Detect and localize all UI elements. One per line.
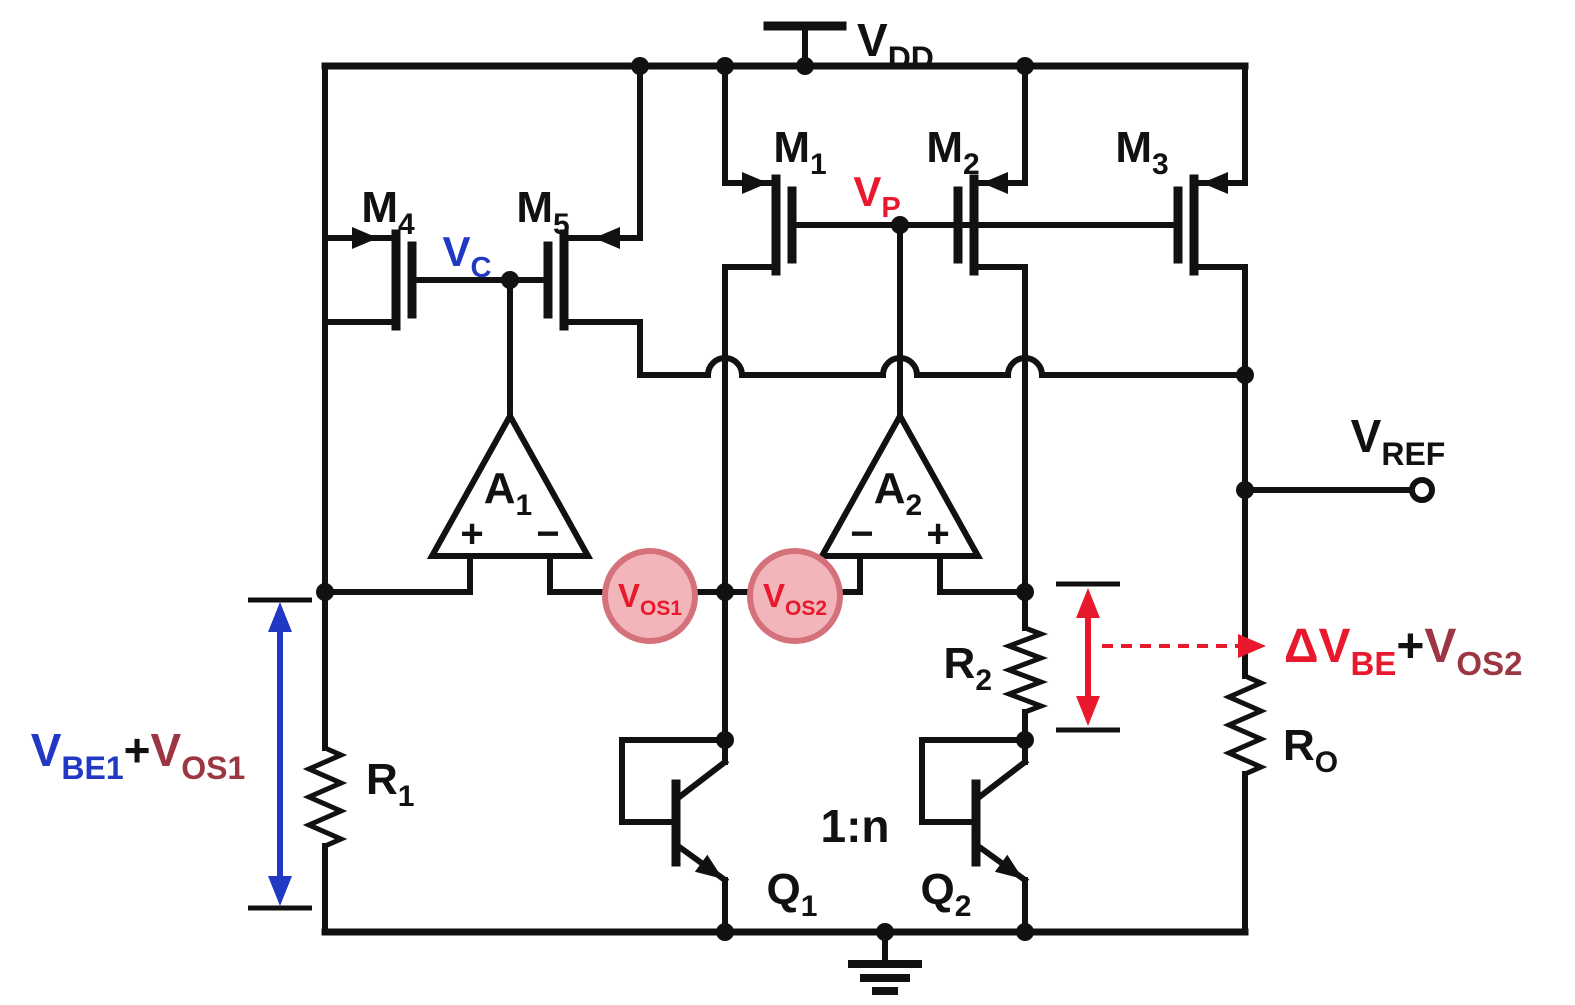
junction-dots <box>316 57 1254 941</box>
m1-pmos-arrow-icon <box>742 172 768 194</box>
bjt-q2 <box>919 737 1030 935</box>
a2-minus-input-label: − <box>850 512 873 556</box>
dvbe-vos2-label: ΔVBE+VOS2 <box>1284 620 1522 682</box>
junction-dot <box>1016 923 1034 941</box>
r1-zigzag-icon <box>302 745 348 849</box>
a1-triangle-icon <box>426 409 594 559</box>
m4-stub-wires <box>322 235 399 325</box>
q2-label: Q2 <box>921 865 972 923</box>
vbe1-vos1-label: VBE1+VOS1 <box>31 724 246 786</box>
opamp-a2 <box>816 222 984 595</box>
r2-zigzag-icon <box>1001 625 1049 715</box>
annotation-dvbe-vos2: ΔVBE+VOS2 <box>1056 581 1522 733</box>
junction-dot <box>716 57 734 75</box>
offset-source-vos1: VOS1 <box>602 548 698 644</box>
red-arrow-down-icon <box>1076 696 1100 726</box>
vos2-circle-icon <box>747 548 843 644</box>
mosfet-m4 <box>322 227 417 331</box>
a2-label: A2 <box>874 464 922 522</box>
resistor-r1 <box>302 745 348 849</box>
r2-label: R2 <box>944 639 992 697</box>
m5-label: M5 <box>516 183 569 241</box>
mosfet-m5 <box>543 63 643 378</box>
red-arrow-right-icon <box>1238 634 1266 658</box>
mosfet-m1 <box>722 63 797 595</box>
m4-pmos-arrow-icon <box>352 227 378 249</box>
blue-arrow-down-icon <box>268 876 292 906</box>
vos1-label: VOS1 <box>618 577 682 620</box>
a1-minus-input-label: − <box>536 512 559 556</box>
m2-label: M2 <box>926 123 979 181</box>
ro-label: RO <box>1283 721 1338 779</box>
junction-dot <box>1016 731 1034 749</box>
junction-dot <box>716 583 734 601</box>
vos1-circle-icon <box>602 548 698 644</box>
annotation-vbe1-vos1: VBE1+VOS1 <box>31 597 312 911</box>
vdd-label: VDD <box>857 14 934 76</box>
vc-node-label: VC <box>443 228 492 284</box>
bjt-q1 <box>619 589 730 935</box>
q2-collector-diagonal <box>973 757 1030 803</box>
m3-pmos-arrow-icon <box>1202 172 1228 194</box>
resistor-ro <box>1222 673 1268 777</box>
a1-label: A1 <box>484 464 532 522</box>
a2-input-stubs <box>857 553 943 595</box>
junction-dot <box>1236 366 1254 384</box>
junction-dot <box>1016 57 1034 75</box>
vp-node-dot <box>891 216 909 234</box>
opamp-a1 <box>426 277 594 595</box>
q2-emitter-arrow-icon <box>994 854 1023 879</box>
a2-triangle-icon <box>816 409 984 559</box>
q1-collector-diagonal <box>673 757 730 803</box>
bjt-ratio-label: 1:n <box>821 800 890 852</box>
blue-arrow-up-icon <box>268 602 292 632</box>
junction-dot <box>631 57 649 75</box>
vref-label: VREF <box>1351 410 1446 472</box>
junction-dot <box>876 923 894 941</box>
m3-stub-wires <box>1191 180 1248 270</box>
junction-dot <box>716 731 734 749</box>
mosfet-m3 <box>1173 63 1248 935</box>
m3-label: M3 <box>1115 123 1168 181</box>
a2-plus-input-label: + <box>926 512 949 556</box>
m5-pmos-arrow-icon <box>594 227 620 249</box>
m2-pmos-arrow-icon <box>982 172 1008 194</box>
a1-input-stubs <box>467 553 553 595</box>
mirror-output-wire <box>637 355 1248 378</box>
offset-source-vos2: VOS2 <box>747 548 843 644</box>
q1-emitter-arrow-icon <box>694 854 723 879</box>
junction-dot <box>716 923 734 941</box>
r1-label: R1 <box>366 755 414 813</box>
q1-diode-loop-wire <box>619 737 728 825</box>
q2-diode-loop-wire <box>919 737 1028 825</box>
vref-terminal-icon <box>1409 477 1435 503</box>
m4-label: M4 <box>361 183 415 241</box>
vref-node-dot <box>1236 481 1254 499</box>
vc-node-dot <box>501 271 519 289</box>
m5-stub-wires <box>561 235 643 325</box>
m1-stub-wires <box>722 180 779 270</box>
mosfet-m2 <box>953 63 1028 595</box>
junction-dot <box>1016 583 1034 601</box>
ro-zigzag-icon <box>1222 673 1268 777</box>
junction-dot <box>316 583 334 601</box>
a1-plus-input-label: + <box>460 512 483 556</box>
red-arrow-up-icon <box>1076 588 1100 618</box>
vref-output <box>1242 477 1435 503</box>
m1-label: M1 <box>773 123 826 181</box>
vos2-label: VOS2 <box>763 577 827 620</box>
vp-node-label: VP <box>853 168 900 224</box>
q1-label: Q1 <box>767 865 818 923</box>
junction-dot <box>796 57 814 75</box>
